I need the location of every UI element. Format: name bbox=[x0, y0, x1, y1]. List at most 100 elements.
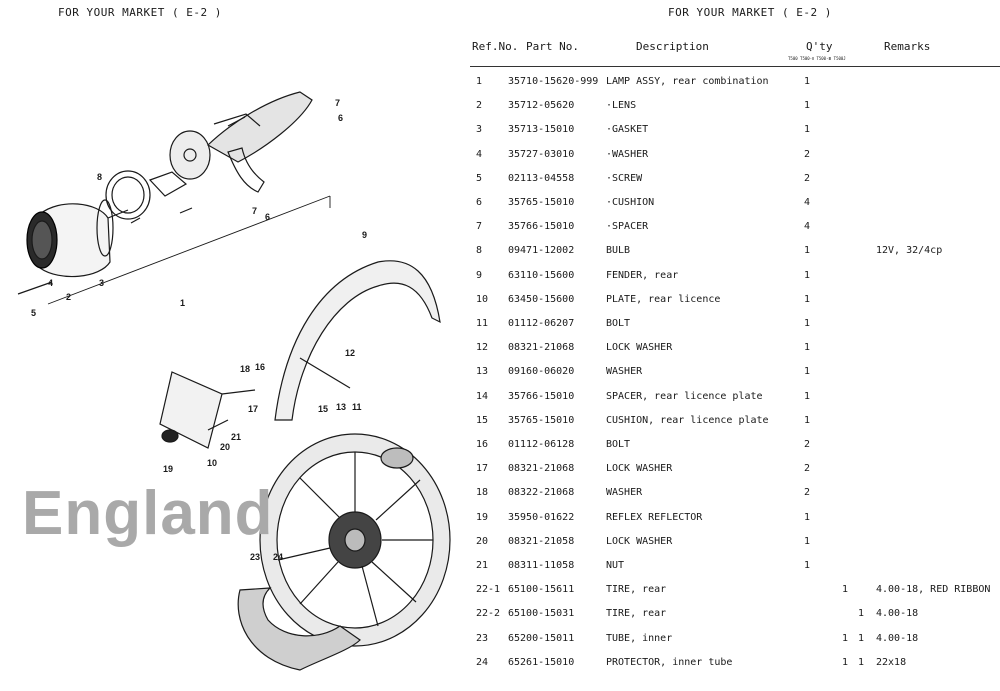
column-header-description: Description bbox=[636, 40, 709, 53]
description-cell: NUT bbox=[606, 560, 625, 571]
part-no-cell: 35710-15620-999 bbox=[508, 76, 599, 87]
qty-cell: 1 bbox=[804, 535, 811, 547]
part-no-cell: 35766-15010 bbox=[508, 390, 575, 402]
ref-no-cell: 19 bbox=[476, 511, 489, 523]
qty-cell: 2 bbox=[804, 148, 811, 160]
column-header-ref-no: Ref.No. bbox=[472, 40, 519, 53]
ref-no-cell: 20 bbox=[476, 535, 489, 547]
diagram-callout-24: 24 bbox=[273, 552, 283, 562]
part-no-cell: 08321-21068 bbox=[508, 463, 575, 475]
diagram-callout-3: 3 bbox=[99, 278, 104, 288]
part-no-cell: 02113-04558 bbox=[508, 172, 575, 184]
description-cell: CUSHION, rear licence plate bbox=[606, 414, 769, 426]
qty-cell: 1 bbox=[858, 656, 865, 668]
diagram-callout-2: 2 bbox=[66, 292, 71, 302]
description-cell: ·SCREW bbox=[606, 172, 643, 184]
diagram-callout-15: 15 bbox=[318, 404, 328, 414]
qty-cell: 1 bbox=[804, 318, 811, 329]
qty-cell: 1 bbox=[804, 76, 811, 87]
qty-cell: 1 bbox=[804, 390, 811, 402]
ref-no-cell: 9 bbox=[476, 269, 483, 281]
table-row: 4 35727-03010 ·WASHER 2 bbox=[468, 149, 1000, 169]
qty-cell: 1 bbox=[804, 293, 811, 305]
diagram-callout-7: 7 bbox=[335, 98, 340, 108]
part-no-cell: 35727-03010 bbox=[508, 148, 575, 160]
remarks-cell: 12V, 32/4cp bbox=[876, 245, 943, 257]
ref-no-cell: 11 bbox=[476, 318, 489, 329]
diagram-callout-6b: 6 bbox=[265, 212, 270, 222]
ref-no-cell: 4 bbox=[476, 148, 483, 160]
part-no-cell: 63110-15600 bbox=[508, 269, 575, 281]
part-no-cell: 65261-15010 bbox=[508, 656, 575, 668]
diagram-callout-16: 16 bbox=[255, 362, 265, 372]
part-no-cell: 08322-21068 bbox=[508, 487, 575, 499]
remarks-cell: 4.00-18, RED RIBBON bbox=[876, 584, 991, 596]
part-no-cell: 35950-01622 bbox=[508, 511, 575, 523]
remarks-cell: 4.00-18 bbox=[876, 608, 919, 620]
diagram-callout-19: 19 bbox=[163, 464, 173, 474]
column-header-part-no: Part No. bbox=[526, 40, 579, 53]
description-cell: WASHER bbox=[606, 487, 643, 499]
qty-cell: 1 bbox=[804, 366, 811, 378]
part-no-cell: 35712-05620 bbox=[508, 100, 575, 112]
part-no-cell: 65200-15011 bbox=[508, 632, 575, 644]
table-row: 1 35710-15620-999 LAMP ASSY, rear combinat… bbox=[468, 76, 1000, 96]
ref-no-cell: 5 bbox=[476, 172, 483, 184]
qty-cell: 1 bbox=[842, 632, 849, 644]
diagram-callout-20: 20 bbox=[220, 442, 230, 452]
ref-no-cell: 2 bbox=[476, 100, 483, 112]
part-no-cell: 01112-06207 bbox=[508, 318, 575, 329]
diagram-callout-18: 18 bbox=[240, 364, 250, 374]
qty-cell: 1 bbox=[804, 245, 811, 257]
ref-no-cell: 16 bbox=[476, 439, 489, 450]
ref-no-cell: 23 bbox=[476, 632, 489, 644]
description-cell: LOCK WASHER bbox=[606, 463, 673, 475]
part-no-cell: 09160-06020 bbox=[508, 366, 575, 378]
remarks-cell: 4.00-18 bbox=[876, 632, 919, 644]
ref-no-cell: 21 bbox=[476, 560, 489, 571]
description-cell: LOCK WASHER bbox=[606, 342, 673, 354]
qty-cell: 2 bbox=[804, 487, 811, 499]
page-header-left: FOR YOUR MARKET ( E-2 ) bbox=[58, 6, 222, 19]
remarks-cell: 22x18 bbox=[876, 656, 907, 668]
description-cell: ·SPACER bbox=[606, 221, 649, 233]
description-cell: LAMP ASSY, rear combination bbox=[606, 76, 769, 87]
ref-no-cell: 14 bbox=[476, 390, 489, 402]
part-no-cell: 08321-21068 bbox=[508, 342, 575, 354]
ref-no-cell: 12 bbox=[476, 342, 489, 354]
description-cell: ·WASHER bbox=[606, 148, 649, 160]
description-cell: REFLEX REFLECTOR bbox=[606, 511, 703, 523]
qty-cell: 1 bbox=[804, 342, 811, 354]
ref-no-cell: 7 bbox=[476, 221, 483, 233]
part-no-cell: 08321-21058 bbox=[508, 535, 575, 547]
rear-fender-drawing bbox=[274, 260, 441, 421]
diagram-callout-4: 4 bbox=[48, 278, 53, 288]
qty-cell: 2 bbox=[804, 439, 811, 450]
description-cell: FENDER, rear bbox=[606, 269, 679, 281]
page-header-right: FOR YOUR MARKET ( E-2 ) bbox=[668, 6, 832, 19]
qty-cell: 4 bbox=[804, 197, 811, 208]
description-cell: PROTECTOR, inner tube bbox=[606, 656, 733, 668]
ref-no-cell: 10 bbox=[476, 293, 489, 305]
qty-cell: 1 bbox=[804, 269, 811, 281]
part-no-cell: 65100-15611 bbox=[508, 584, 575, 596]
description-cell: TUBE, inner bbox=[606, 632, 673, 644]
part-no-cell: 65100-15031 bbox=[508, 608, 575, 620]
table-row: 12 08321-21068 LOCK WASHER 1 bbox=[468, 342, 1000, 362]
description-cell: SPACER, rear licence plate bbox=[606, 390, 763, 402]
diagram-callout-13: 13 bbox=[336, 402, 346, 412]
licence-plate-drawing bbox=[159, 371, 256, 449]
description-cell: WASHER bbox=[606, 366, 643, 378]
part-no-cell: 08311-11058 bbox=[508, 560, 575, 571]
ref-no-cell: 22-1 bbox=[476, 584, 501, 596]
ref-no-cell: 22-2 bbox=[476, 608, 501, 620]
